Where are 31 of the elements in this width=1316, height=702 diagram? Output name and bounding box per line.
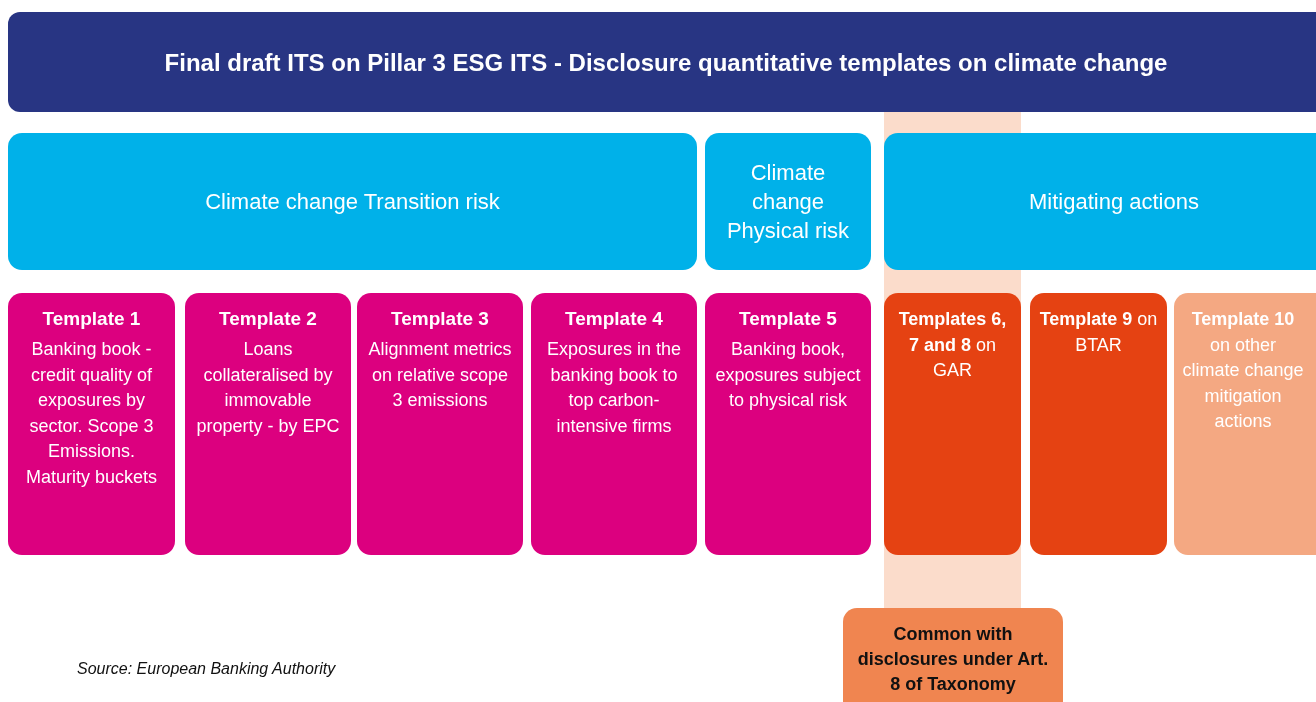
template-title: Template 2	[219, 307, 317, 331]
template-card	[185, 293, 351, 555]
note-box	[843, 608, 1063, 702]
category-label: Mitigating actions	[1029, 188, 1199, 216]
category-label: Climate change Physical risk	[725, 159, 851, 245]
template-card	[8, 293, 175, 555]
template-title: Template 3	[391, 307, 489, 331]
template-description: Templates 6, 7 and 8 on GAR	[897, 308, 1008, 382]
category-header	[8, 133, 697, 270]
template-description: Loans collateralised by immovable property - by EPC	[195, 338, 341, 438]
template-title: Template 5	[739, 307, 837, 331]
title-text: Final draft ITS on Pillar 3 ESG ITS - Disclosure quantitative templates on climate change	[163, 49, 1169, 77]
category-header	[705, 133, 871, 270]
template-card	[705, 293, 871, 555]
template-description: Template 9 on BTAR	[1038, 308, 1159, 357]
template-description: Exposures in the banking book to top carbon-intensive firms	[545, 338, 683, 438]
template-card	[357, 293, 523, 555]
template-title: Template 1	[42, 307, 141, 331]
category-header	[884, 133, 1316, 270]
template-description: Banking book, exposures subject to physical risk	[714, 338, 862, 412]
template-card	[884, 293, 1021, 555]
template-card	[1030, 293, 1167, 555]
source-note: Source: European Banking Authority	[77, 660, 336, 678]
note-text: Common with disclosures under Art. 8 of Taxonomy	[856, 623, 1050, 696]
template-title: Template 4	[565, 307, 663, 331]
template-card	[1174, 293, 1316, 555]
template-description: Template 10 on other climate change mitigation actions	[1182, 308, 1304, 433]
category-label: Climate change Transition risk	[205, 188, 500, 216]
template-card	[531, 293, 697, 555]
template-description: Alignment metrics on relative scope 3 emissions	[367, 338, 513, 412]
template-description: Banking book - credit quality of exposures by sector. Scope 3 Emissions. Maturity buckets	[24, 338, 158, 489]
